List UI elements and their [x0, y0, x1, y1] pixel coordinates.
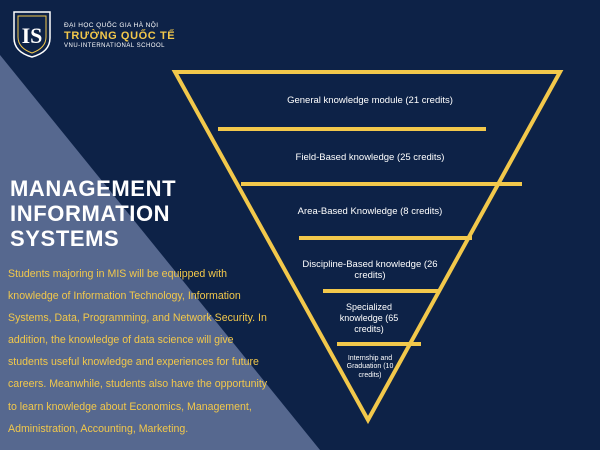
tier-general-knowledge: General knowledge module (21 credits)	[287, 95, 453, 106]
tier-field-based: Field-Based knowledge (25 credits)	[295, 152, 445, 163]
title-line-1: MANAGEMENT	[10, 176, 177, 201]
school-name: ĐẠI HỌC QUỐC GIA HÀ NỘI TRƯỜNG QUỐC TẾ V…	[64, 22, 175, 50]
tier-discipline-based: Discipline-Based knowledge (26 credits)	[302, 259, 438, 282]
tier-internship-graduation: Internship and Graduation (10 credits)	[346, 355, 394, 379]
school-crest-icon: IS	[13, 11, 51, 58]
school-name-english: VNU-INTERNATIONAL SCHOOL	[64, 43, 166, 49]
school-name-vietnamese: TRƯỜNG QUỐC TẾ	[64, 30, 176, 42]
university-name: ĐẠI HỌC QUỐC GIA HÀ NỘI	[64, 22, 159, 29]
crest-letters: IS	[22, 23, 43, 48]
program-description: Students majoring in MIS will be equippe…	[8, 268, 268, 435]
school-logo: IS ĐẠI HỌC QUỐC GIA HÀ NỘI TRƯỜNG QUỐC T…	[10, 10, 190, 58]
title-line-3: SYSTEMS	[10, 226, 120, 251]
program-title: MANAGEMENT INFORMATION SYSTEMS	[10, 176, 176, 251]
diagonal-panel	[0, 55, 320, 450]
pyramid-outline	[171, 70, 564, 425]
tier-specialized: Specialized knowledge (65 credits)	[339, 302, 399, 334]
title-line-2: INFORMATION	[10, 201, 171, 226]
tier-area-based: Area-Based Knowledge (8 credits)	[297, 206, 443, 217]
